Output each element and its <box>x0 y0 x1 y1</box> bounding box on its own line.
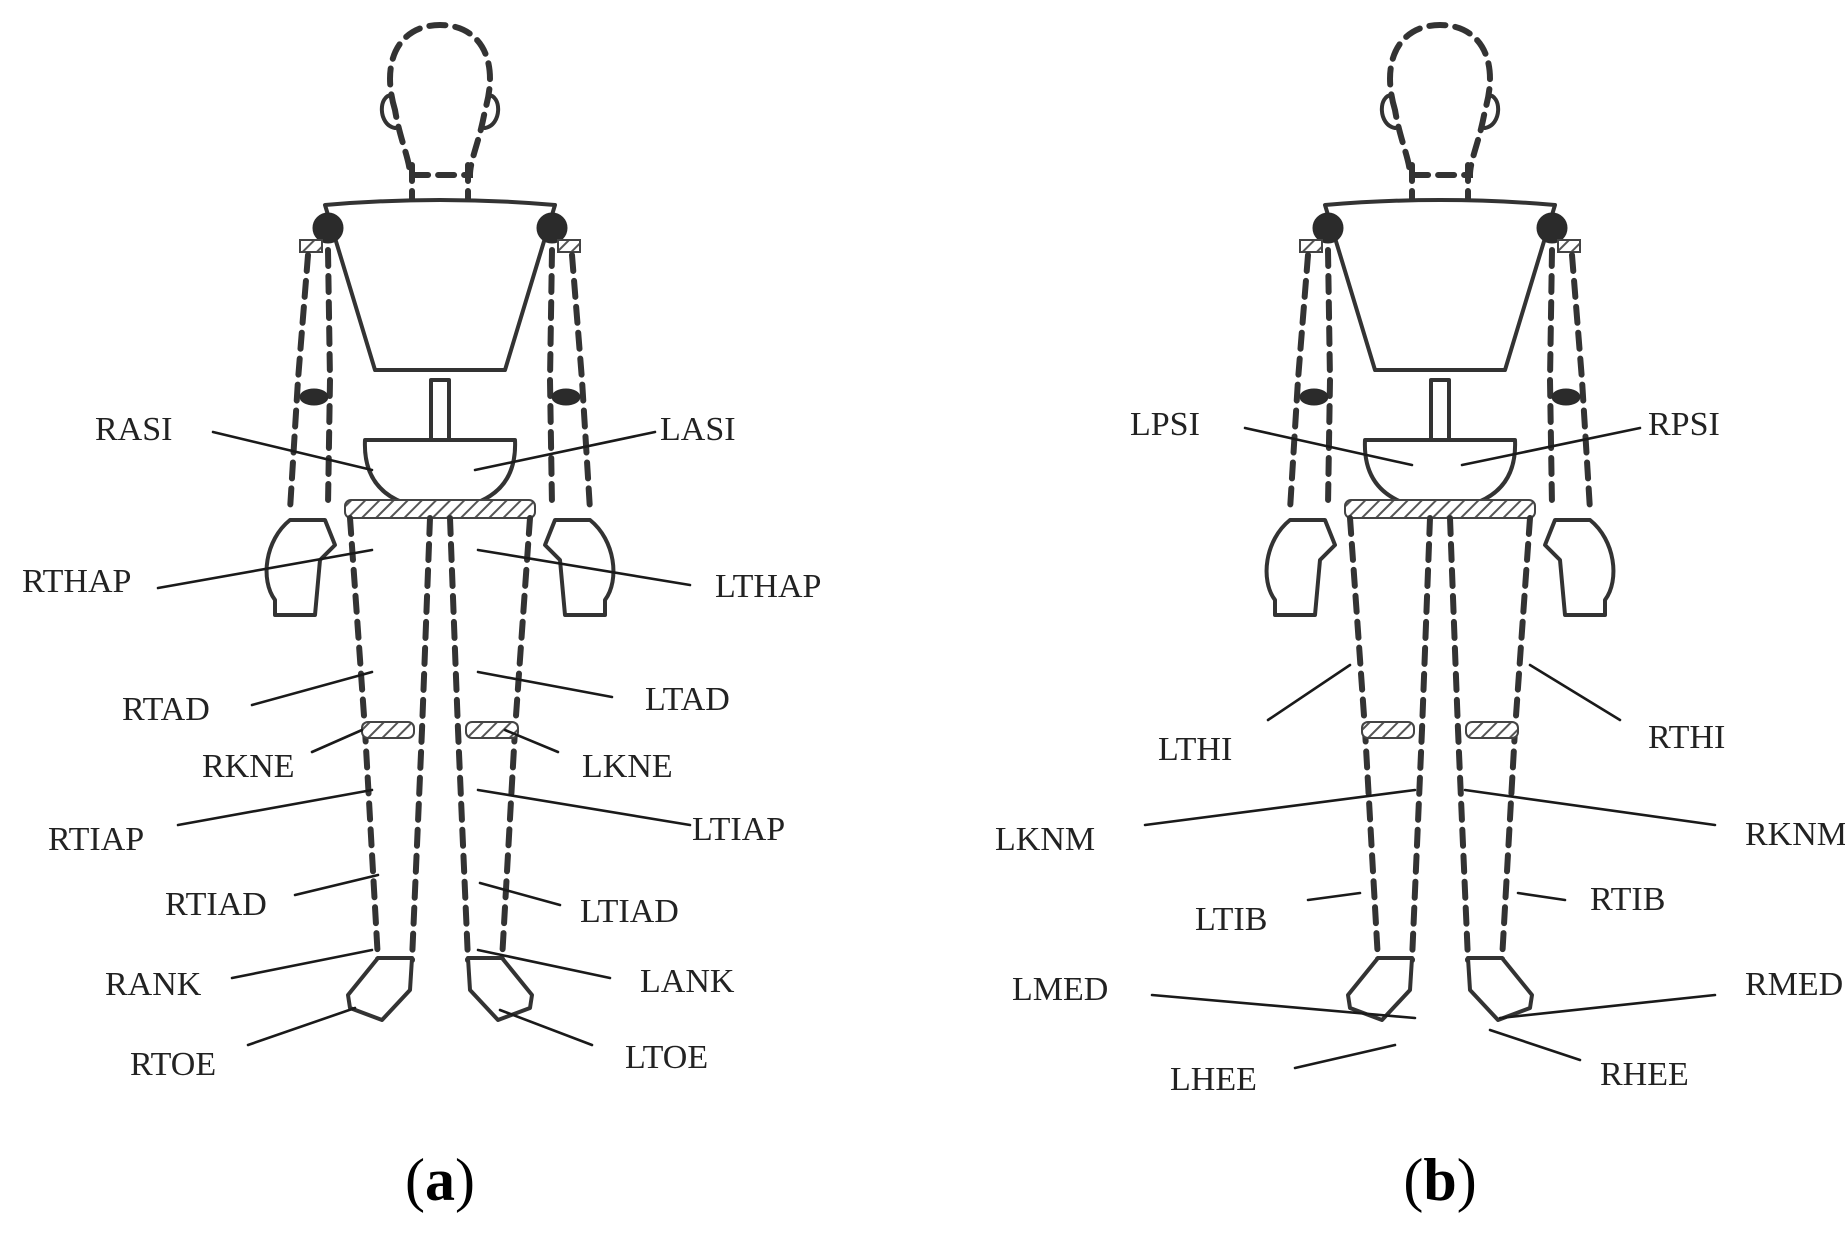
marker-label-lmed: LMED <box>1012 971 1108 1008</box>
marker-label-lknm: LKNM <box>995 821 1095 858</box>
leader-lines-b <box>1143 426 1717 1070</box>
marker-label-rkne: RKNE <box>202 748 295 785</box>
figure-front-view <box>267 25 614 1020</box>
marker-label-ltiap: LTIAP <box>692 811 785 848</box>
marker-label-rpsi: RPSI <box>1648 406 1720 443</box>
panel-b: LPSI RPSI LTHI RTHI LKNM RKNM LTIB RTIB … <box>995 25 1845 1213</box>
marker-label-rtad: RTAD <box>122 691 210 728</box>
marker-label-lhee: LHEE <box>1170 1061 1257 1098</box>
marker-label-lthi: LTHI <box>1158 731 1232 768</box>
figure-back-view <box>1267 25 1614 1020</box>
marker-label-rhee: RHEE <box>1600 1056 1689 1093</box>
marker-label-rthap: RTHAP <box>22 563 131 600</box>
marker-label-rtiap: RTIAP <box>48 821 144 858</box>
marker-label-ltib: LTIB <box>1195 901 1267 938</box>
marker-label-lpsi: LPSI <box>1130 406 1200 443</box>
marker-label-rtoe: RTOE <box>130 1046 216 1083</box>
marker-label-ltad: LTAD <box>645 681 730 718</box>
marker-label-rtib: RTIB <box>1590 881 1665 918</box>
marker-label-rasi: RASI <box>95 411 172 448</box>
marker-label-rthi: RTHI <box>1648 719 1725 756</box>
marker-label-ltoe: LTOE <box>625 1039 708 1076</box>
marker-label-lthap: LTHAP <box>715 568 821 605</box>
panel-caption-a: (a) <box>405 1147 475 1213</box>
marker-label-rtiad: RTIAD <box>165 886 267 923</box>
marker-label-lank: LANK <box>640 963 735 1000</box>
leader-lines-a <box>156 430 692 1047</box>
marker-labels-b: LPSI RPSI LTHI RTHI LKNM RKNM LTIB RTIB … <box>995 406 1845 1098</box>
marker-label-ltiad: LTIAD <box>580 893 679 930</box>
marker-label-lasi: LASI <box>660 411 736 448</box>
marker-label-rknm: RKNM <box>1745 816 1845 853</box>
panel-a: RASI LASI RTHAP LTHAP RTAD LTAD RKNE LKN… <box>22 25 821 1213</box>
marker-labels-a: RASI LASI RTHAP LTHAP RTAD LTAD RKNE LKN… <box>22 411 821 1083</box>
panel-caption-b: (b) <box>1403 1147 1476 1213</box>
marker-label-rank: RANK <box>105 966 202 1003</box>
marker-label-lkne: LKNE <box>582 748 673 785</box>
marker-label-rmed: RMED <box>1745 966 1843 1003</box>
